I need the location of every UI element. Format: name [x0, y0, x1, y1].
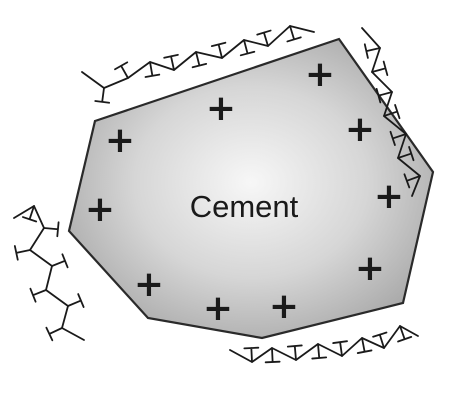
- positive-charge: +: [134, 264, 164, 305]
- left-chain-side-group: [52, 254, 68, 267]
- top-chain-side-group: [115, 62, 128, 78]
- positive-charge: +: [203, 288, 233, 329]
- left-chain-side-group: [68, 294, 84, 307]
- positive-charge: +: [345, 109, 375, 150]
- positive-charge: +: [305, 54, 335, 95]
- positive-charge: +: [206, 88, 236, 129]
- positive-charge: +: [105, 120, 135, 161]
- positive-charge: +: [85, 189, 115, 230]
- left-chain-side-group: [44, 222, 59, 236]
- positive-charge: +: [374, 176, 404, 217]
- cement-label: Cement: [190, 189, 299, 224]
- positive-charge: +: [355, 248, 385, 289]
- left-chain-side-group: [46, 328, 62, 341]
- left-chain-side-group: [30, 289, 46, 302]
- left-chain-side-group: [15, 246, 30, 260]
- top-chain-side-group: [95, 88, 109, 103]
- positive-charge: +: [269, 286, 299, 327]
